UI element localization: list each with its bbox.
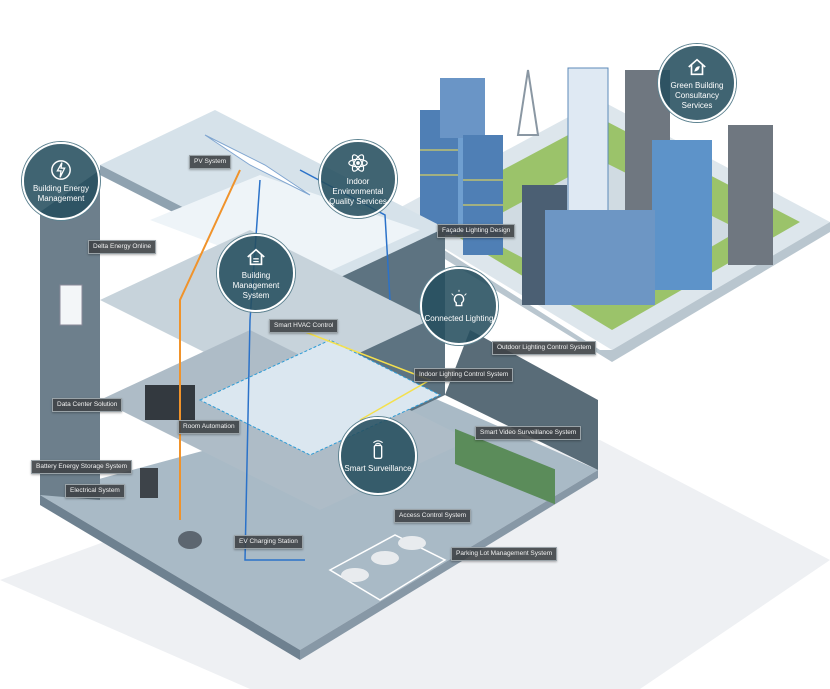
ev-charging-station-label[interactable]: EV Charging Station bbox=[234, 535, 303, 549]
battery-energy-storage-label[interactable]: Battery Energy Storage System bbox=[31, 460, 133, 474]
access-control-system-label[interactable]: Access Control System bbox=[394, 509, 472, 523]
room-automation-label[interactable]: Room Automation bbox=[178, 420, 240, 434]
delta-energy-online-label[interactable]: Delta Energy Online bbox=[88, 240, 157, 254]
smart-surveillance-bubble[interactable]: Smart Surveillance bbox=[339, 417, 417, 495]
eco-house-icon bbox=[688, 58, 706, 75]
pv-system-label[interactable]: PV System bbox=[189, 155, 232, 169]
smart-video-surveillance-label[interactable]: Smart Video Surveillance System bbox=[475, 426, 582, 440]
indoor-lighting-control-label[interactable]: Indoor Lighting Control System bbox=[414, 368, 514, 382]
bubble-label: Building Management System bbox=[232, 270, 280, 300]
outdoor-lighting-control-label[interactable]: Outdoor Lighting Control System bbox=[492, 341, 597, 355]
electrical-system-label[interactable]: Electrical System bbox=[65, 484, 125, 498]
bubble-label: Indoor Environmental Quality Services bbox=[329, 176, 387, 206]
lightning-icon bbox=[51, 159, 71, 180]
smart-hvac-control-label[interactable]: Smart HVAC Control bbox=[269, 319, 339, 333]
building-management-system-bubble[interactable]: Building Management System bbox=[217, 234, 295, 312]
cutaway-building bbox=[40, 110, 598, 660]
bubble-label: Green Building Consultancy Services bbox=[670, 80, 724, 110]
atom-icon bbox=[348, 153, 368, 172]
parking-lot-management-label[interactable]: Parking Lot Management System bbox=[451, 547, 558, 561]
green-building-consultancy-bubble[interactable]: Green Building Consultancy Services bbox=[658, 44, 736, 122]
bubble-label: Smart Surveillance bbox=[344, 463, 412, 473]
building-energy-management-bubble[interactable]: Building Energy Management bbox=[22, 142, 100, 220]
indoor-environmental-quality-bubble[interactable]: Indoor Environmental Quality Services bbox=[319, 140, 397, 218]
bubble-label: Connected Lighting bbox=[424, 313, 494, 323]
connected-lighting-bubble[interactable]: Connected Lighting bbox=[420, 267, 498, 345]
facade-lighting-design-label[interactable]: Façade Lighting Design bbox=[437, 224, 516, 238]
lightbulb-icon bbox=[451, 289, 467, 306]
data-center-solution-label[interactable]: Data Center Solution bbox=[52, 398, 123, 412]
bubble-label: Building Energy Management bbox=[32, 183, 90, 203]
house-icon bbox=[247, 248, 265, 265]
remote-control-icon bbox=[373, 439, 383, 459]
